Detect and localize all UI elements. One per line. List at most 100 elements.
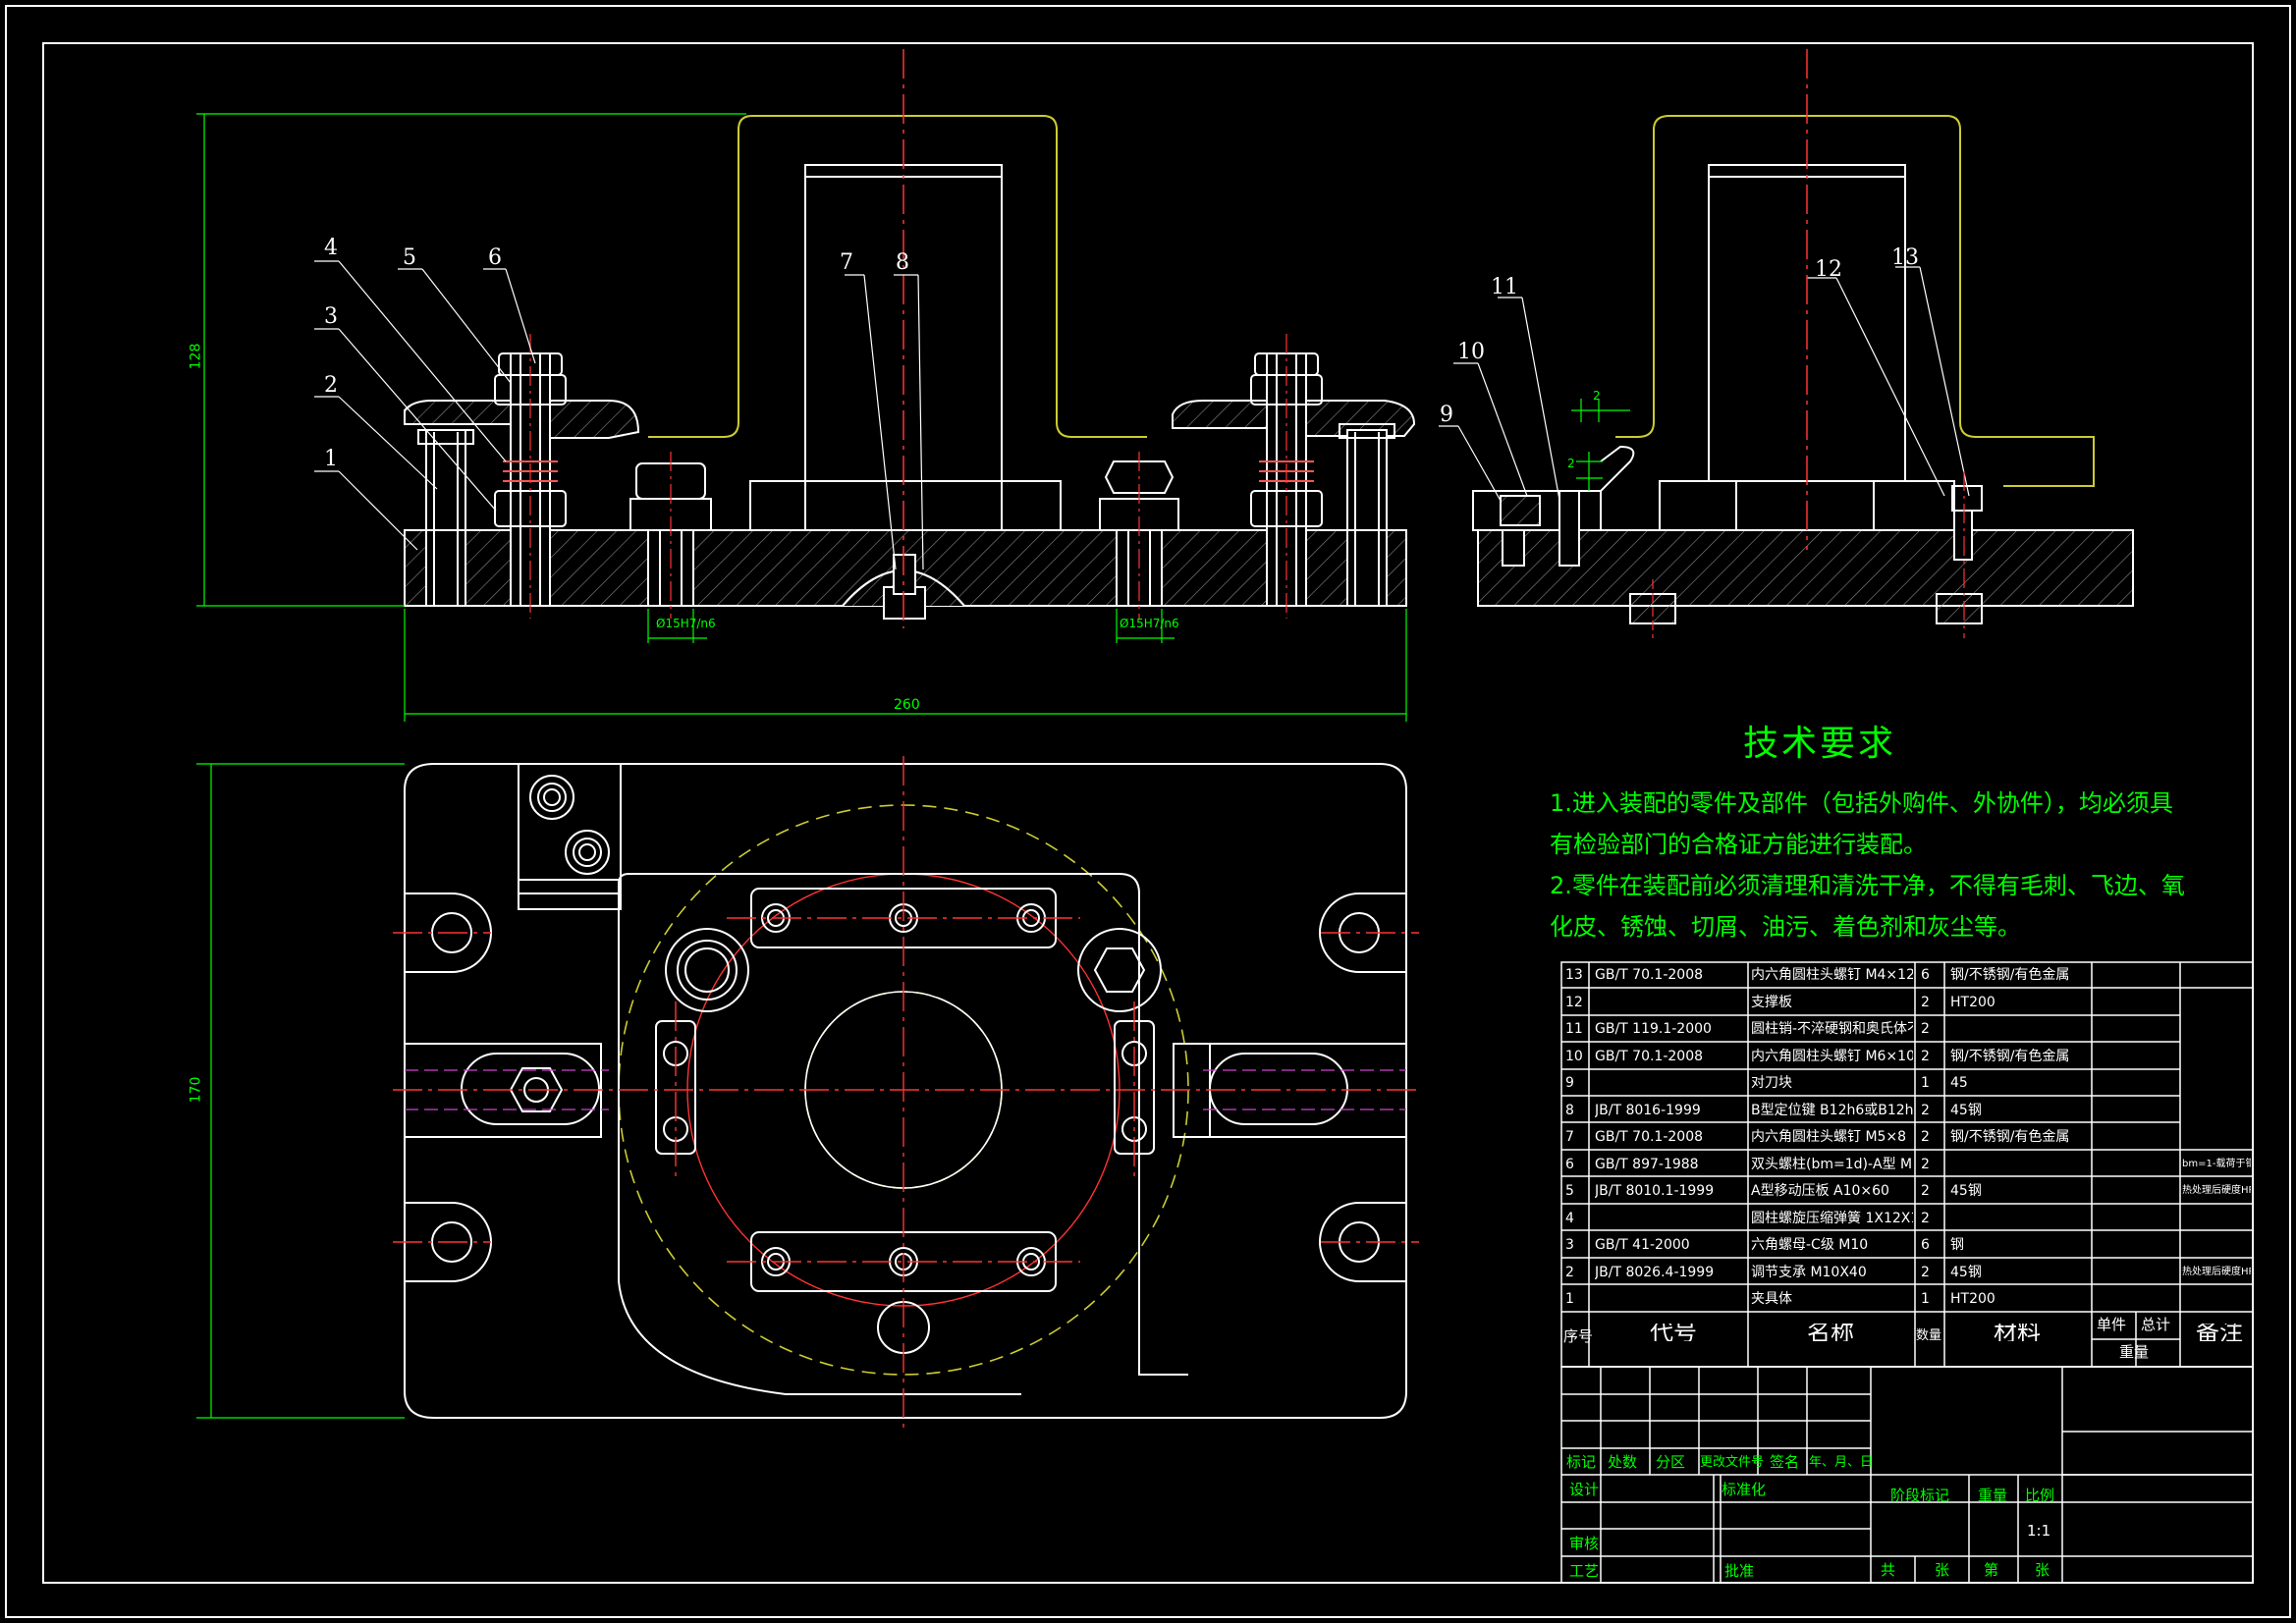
bom-cell-name: 对刀块 <box>1751 1075 1792 1091</box>
tech-line-2: 有检验部门的合格证方能进行装配。 <box>1550 831 1927 858</box>
balloon-8: 8 <box>896 250 909 275</box>
bom-cell-code: JB/T 8016-1999 <box>1595 1102 1701 1118</box>
tb-scale: 1:1 <box>2027 1522 2051 1540</box>
bom-cell-name: B型定位键 B12h6或B12h8 <box>1751 1102 1913 1118</box>
bom-cell-material: 钢/不锈钢/有色金属 <box>1950 967 2070 983</box>
bom-cell-code: GB/T 897-1988 <box>1595 1156 1699 1172</box>
dim-gap-a: 2 <box>1593 389 1601 403</box>
bom-cell-qty: 2 <box>1921 1183 1930 1199</box>
tb-zone: 分区 <box>1656 1453 1686 1471</box>
balloon-7: 7 <box>840 250 853 275</box>
leader-lines <box>314 260 1970 570</box>
tb-standard: 标准化 <box>1722 1481 1767 1498</box>
bom-cell-no: 3 <box>1565 1237 1574 1253</box>
bom-cell-name: 调节支承 M10X40 <box>1751 1264 1867 1280</box>
bom-cell-no: 6 <box>1565 1156 1574 1172</box>
bom-cell-code: GB/T 70.1-2008 <box>1595 1129 1704 1145</box>
bom-cell-qty: 2 <box>1921 1048 1930 1064</box>
bom-cell-material: HT200 <box>1950 1291 1995 1307</box>
bom-cell-name: 夹具体 <box>1751 1291 1792 1307</box>
dim-height-top: 170 <box>188 1076 204 1104</box>
bom-cell-material: 45钢 <box>1950 1264 1982 1280</box>
tb-sheet-unit: 张 <box>2035 1561 2050 1579</box>
bom-cell-no: 10 <box>1565 1048 1583 1064</box>
bom-cell-name: 内六角圆柱头螺钉 M5×8 <box>1751 1129 1907 1145</box>
title-block-grid <box>1560 1366 2254 1584</box>
dim-gap-b: 2 <box>1567 457 1575 470</box>
bom-cell-qty: 2 <box>1921 1264 1930 1280</box>
balloon-3: 3 <box>324 304 338 329</box>
tb-total-sheets: 共 <box>1881 1561 1896 1579</box>
balloon-13: 13 <box>1891 245 1919 270</box>
tb-sheet-no: 第 <box>1984 1561 1999 1579</box>
bom-cell-qty: 1 <box>1921 1075 1930 1091</box>
tech-requirements-title: 技术要求 <box>1743 724 1897 764</box>
tb-sheets-unit: 张 <box>1935 1561 1950 1579</box>
bom-cell-material: HT200 <box>1950 994 1995 1010</box>
balloon-9: 9 <box>1440 403 1453 427</box>
dim-height-front: 128 <box>188 343 204 370</box>
bom-cell-no: 13 <box>1565 967 1583 983</box>
bom-cell-code: GB/T 70.1-2008 <box>1595 967 1704 983</box>
bom-cell-code: GB/T 70.1-2008 <box>1595 1048 1704 1064</box>
tech-line-3: 2.零件在装配前必须清理和清洗干净，不得有毛刺、飞边、氧 <box>1550 872 2185 899</box>
bom-cell-no: 8 <box>1565 1102 1574 1118</box>
tech-line-4: 化皮、锈蚀、切屑、油污、着色剂和灰尘等。 <box>1550 913 2021 941</box>
bom-cell-qty: 6 <box>1921 967 1930 983</box>
bom-header-material: 材料 <box>1994 1324 2041 1341</box>
bom-cell-name: 内六角圆柱头螺钉 M6×10 <box>1751 1048 1913 1064</box>
bom-cell-no: 1 <box>1565 1291 1574 1307</box>
front-dimensions <box>196 113 1407 722</box>
bom-cell-no: 12 <box>1565 994 1583 1010</box>
bom-cell-code: GB/T 119.1-2000 <box>1595 1021 1712 1037</box>
bom-cell-no: 7 <box>1565 1129 1574 1145</box>
bom-cell-qty: 2 <box>1921 1156 1930 1172</box>
bom-cell-code: JB/T 8026.4-1999 <box>1595 1264 1715 1280</box>
bom-cell-qty: 2 <box>1921 994 1930 1010</box>
bom-header-code: 代号 <box>1650 1324 1697 1341</box>
bom-cell-qty: 2 <box>1921 1210 1930 1226</box>
top-dimensions <box>196 763 405 1419</box>
bom-cell-qty: 2 <box>1921 1129 1930 1145</box>
bom-cell-no: 11 <box>1565 1021 1583 1037</box>
bom-cell-material: 钢/不锈钢/有色金属 <box>1950 1129 2070 1145</box>
outer-border <box>5 5 2291 1618</box>
bom-cell-qty: 6 <box>1921 1237 1930 1253</box>
tb-count: 处数 <box>1608 1453 1638 1471</box>
side-gap-dims <box>1571 399 1630 491</box>
tb-check: 审核 <box>1569 1535 1600 1552</box>
tb-approve: 批准 <box>1724 1562 1755 1580</box>
bom-cell-name: A型移动压板 A10×60 <box>1751 1183 1889 1199</box>
bom-cell-code: JB/T 8010.1-1999 <box>1595 1183 1715 1199</box>
bom-header-unit: 单件 <box>2097 1316 2127 1333</box>
bom-cell-note: bm=1-载荷于钢对钢 <box>2182 1158 2251 1169</box>
inner-border <box>42 42 2254 1584</box>
tb-date: 年、月、日 <box>1809 1455 1874 1470</box>
bom-header-no: 序号 <box>1563 1327 1594 1345</box>
bom-header-weight: 重量 <box>2119 1343 2150 1361</box>
side-view <box>1472 49 2134 638</box>
front-view <box>404 49 1416 628</box>
tb-process: 工艺 <box>1569 1562 1600 1580</box>
bom-cell-no: 2 <box>1565 1264 1574 1280</box>
tb-mark: 标记 <box>1566 1453 1597 1471</box>
bom-cell-material: 45钢 <box>1950 1183 1982 1199</box>
bom-cell-note: 热处理后硬度HRC40-45 <box>2182 1185 2251 1196</box>
bom-cell-material: 钢/不锈钢/有色金属 <box>1950 1048 2070 1064</box>
balloon-6: 6 <box>488 245 502 270</box>
bom-cell-no: 4 <box>1565 1210 1574 1226</box>
tb-scale-label: 比例 <box>2025 1487 2055 1504</box>
tb-design: 设计 <box>1569 1481 1600 1498</box>
bom-cell-name: 六角螺母-C级 M10 <box>1751 1237 1869 1253</box>
bom-cell-material: 45钢 <box>1950 1102 1982 1118</box>
balloon-4: 4 <box>324 236 338 260</box>
tb-weight: 重量 <box>1978 1487 2008 1504</box>
tech-line-1: 1.进入装配的零件及部件（包括外购件、外协件），均必须具 <box>1550 789 2173 817</box>
balloon-5: 5 <box>403 245 416 270</box>
balloon-1: 1 <box>324 447 338 471</box>
dim-fit-left: Ø15H7/n6 <box>656 617 716 630</box>
bom-cell-material: 45 <box>1950 1075 1968 1091</box>
bom-cell-no: 9 <box>1565 1075 1574 1091</box>
bom-cell-code: GB/T 41-2000 <box>1595 1237 1690 1253</box>
